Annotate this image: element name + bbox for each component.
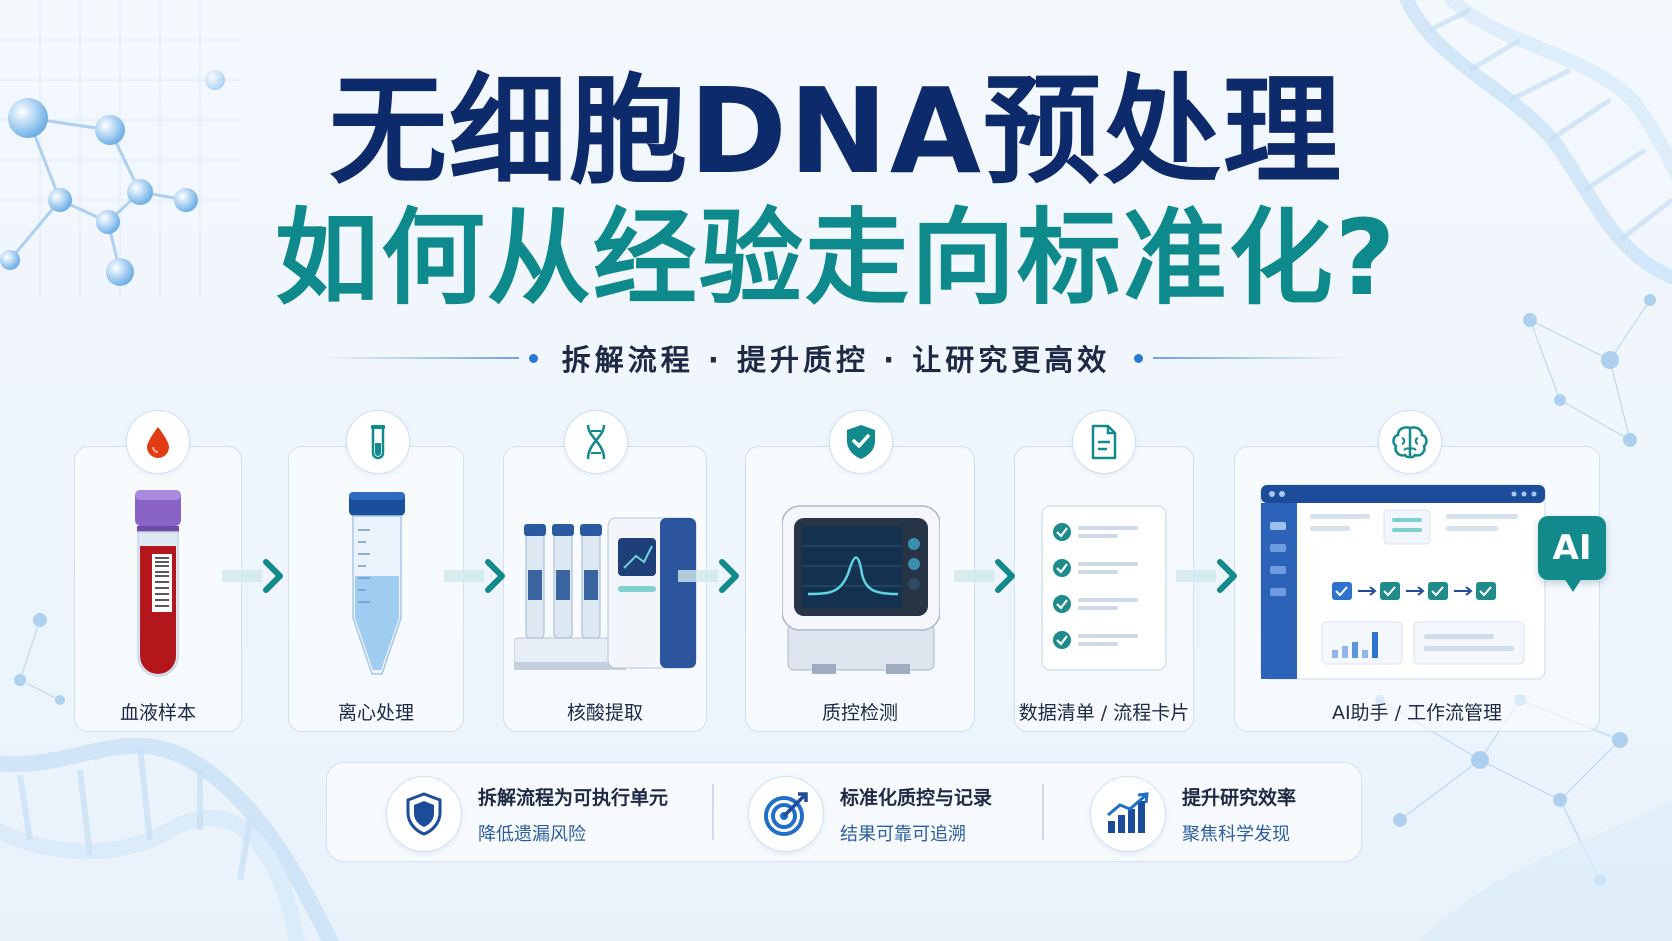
blood-drop-icon <box>126 410 190 474</box>
tagline-dot-right <box>1134 353 1144 363</box>
qc-instrument-illustration <box>782 505 940 674</box>
benefit-item-breakdown: 拆解流程为可执行单元 降低遗漏风险 <box>386 776 668 852</box>
benefit-desc: 聚焦科学发现 <box>1182 823 1290 845</box>
dna-icon <box>564 410 628 474</box>
checklist-illustration <box>1041 505 1167 671</box>
step-arrow-5 <box>1176 559 1237 593</box>
blood-tube-illustration <box>135 490 181 677</box>
brain-icon <box>1378 410 1442 474</box>
step-arrow-3 <box>678 559 739 593</box>
benefit-desc: 降低遗漏风险 <box>478 823 586 845</box>
main-subtitle-question: 如何从经验走向标准化? <box>274 197 1398 319</box>
benefit-title: 提升研究效率 <box>1182 786 1297 809</box>
ai-workflow-window-illustration <box>1260 484 1546 680</box>
step-label-centrifuge: 离心处理 <box>337 702 414 724</box>
step-label-checklist: 数据清单 / 流程卡片 <box>1018 702 1190 724</box>
shield-icon <box>386 776 462 852</box>
target-icon <box>748 776 824 852</box>
ai-chat-badge: AI <box>1538 516 1606 580</box>
ai-badge-text: AI <box>1552 528 1592 568</box>
benefits-panel <box>326 762 1362 862</box>
benefit-desc: 结果可靠可追溯 <box>840 823 966 845</box>
benefit-item-efficiency: 提升研究效率 聚焦科学发现 <box>1090 776 1296 852</box>
growth-chart-icon <box>1090 776 1166 852</box>
step-label-ai-workflow: AI助手 / 工作流管理 <box>1331 702 1503 724</box>
test-tube-icon <box>346 410 410 474</box>
document-icon <box>1072 410 1136 474</box>
benefit-divider-2 <box>1042 784 1044 840</box>
benefit-title: 标准化质控与记录 <box>840 786 993 809</box>
benefit-item-qc: 标准化质控与记录 结果可靠可追溯 <box>748 776 992 852</box>
step-label-extraction: 核酸提取 <box>566 702 643 724</box>
tagline-line-left <box>320 357 519 359</box>
tagline: 拆解流程 · 提升质控 · 让研究更高效 <box>561 343 1111 377</box>
ai-badge-tail <box>1564 578 1582 592</box>
extraction-instrument-illustration <box>514 517 697 670</box>
step-label-qc: 质控检测 <box>821 702 898 724</box>
benefit-divider-1 <box>712 784 714 840</box>
tagline-dot-left <box>528 353 538 363</box>
centrifuge-tube-illustration <box>349 492 405 675</box>
step-label-blood-sample: 血液样本 <box>119 702 196 724</box>
tagline-row: 拆解流程 · 提升质控 · 让研究更高效 <box>320 338 1353 378</box>
benefit-title: 拆解流程为可执行单元 <box>478 786 669 809</box>
step-arrow-1 <box>222 559 283 593</box>
shield-check-icon <box>829 410 893 474</box>
step-arrow-2 <box>444 559 505 593</box>
step-arrow-4 <box>954 559 1015 593</box>
main-title: 无细胞DNA预处理 <box>328 62 1344 200</box>
tagline-line-right <box>1153 357 1353 359</box>
